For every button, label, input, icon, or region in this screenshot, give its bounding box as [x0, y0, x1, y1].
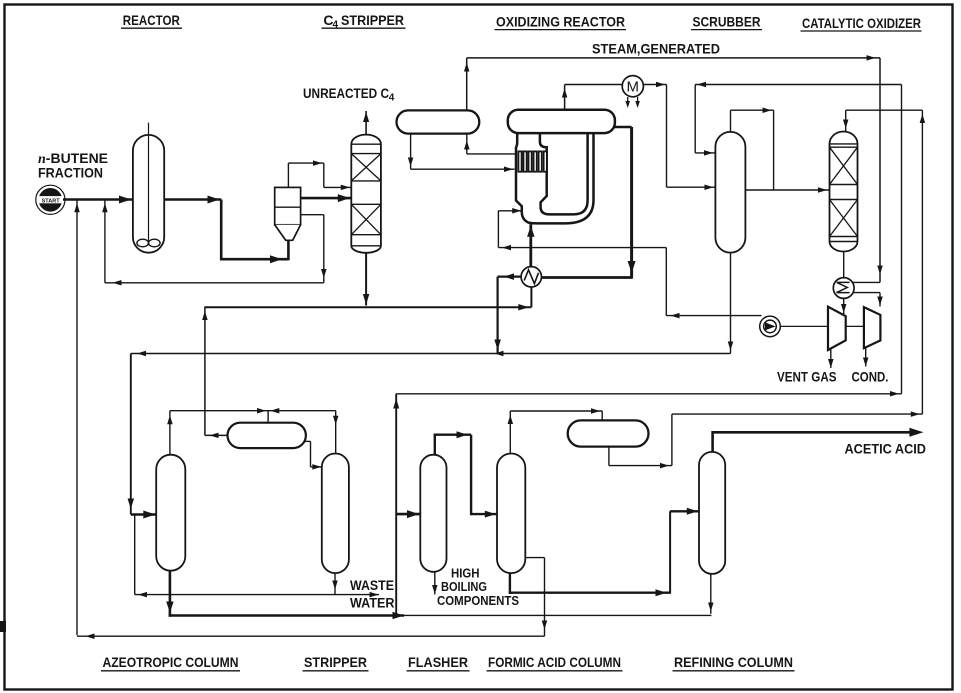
- svg-text:START: START: [42, 198, 60, 204]
- svg-text:AZEOTROPIC COLUMN: AZEOTROPIC COLUMN: [103, 654, 239, 670]
- svg-text:4: 4: [333, 20, 339, 31]
- svg-text:HIGH: HIGH: [451, 566, 480, 581]
- svg-text:COMPONENTS: COMPONENTS: [437, 593, 519, 608]
- svg-text:WATER: WATER: [350, 596, 395, 611]
- svg-text:ACETIC ACID: ACETIC ACID: [845, 442, 927, 457]
- svg-text:STRIPPER: STRIPPER: [304, 654, 367, 670]
- svg-text:REFINING COLUMN: REFINING COLUMN: [674, 654, 793, 670]
- svg-text:4: 4: [389, 93, 395, 104]
- svg-text:FORMIC ACID COLUMN: FORMIC ACID COLUMN: [488, 654, 621, 670]
- svg-text:VENT GAS: VENT GAS: [777, 370, 837, 385]
- svg-text:STRIPPER: STRIPPER: [341, 12, 404, 28]
- svg-text:FLASHER: FLASHER: [408, 654, 468, 670]
- svg-text:STEAM,GENERATED: STEAM,GENERATED: [592, 41, 720, 57]
- svg-text:BOILING: BOILING: [441, 579, 487, 594]
- svg-text:n-BUTENE: n-BUTENE: [38, 150, 108, 167]
- svg-text:CATALYTIC OXIDIZER: CATALYTIC OXIDIZER: [802, 15, 921, 31]
- svg-text:OXIDIZING REACTOR: OXIDIZING REACTOR: [496, 14, 625, 30]
- svg-text:M: M: [627, 79, 640, 96]
- svg-text:REACTOR: REACTOR: [123, 12, 180, 28]
- svg-text:COND.: COND.: [852, 370, 889, 385]
- svg-text:C: C: [323, 12, 333, 28]
- svg-text:WASTE: WASTE: [350, 578, 394, 593]
- svg-text:UNREACTED C: UNREACTED C: [303, 85, 389, 101]
- svg-text:SCRUBBER: SCRUBBER: [693, 14, 761, 30]
- svg-text:FRACTION: FRACTION: [38, 165, 103, 181]
